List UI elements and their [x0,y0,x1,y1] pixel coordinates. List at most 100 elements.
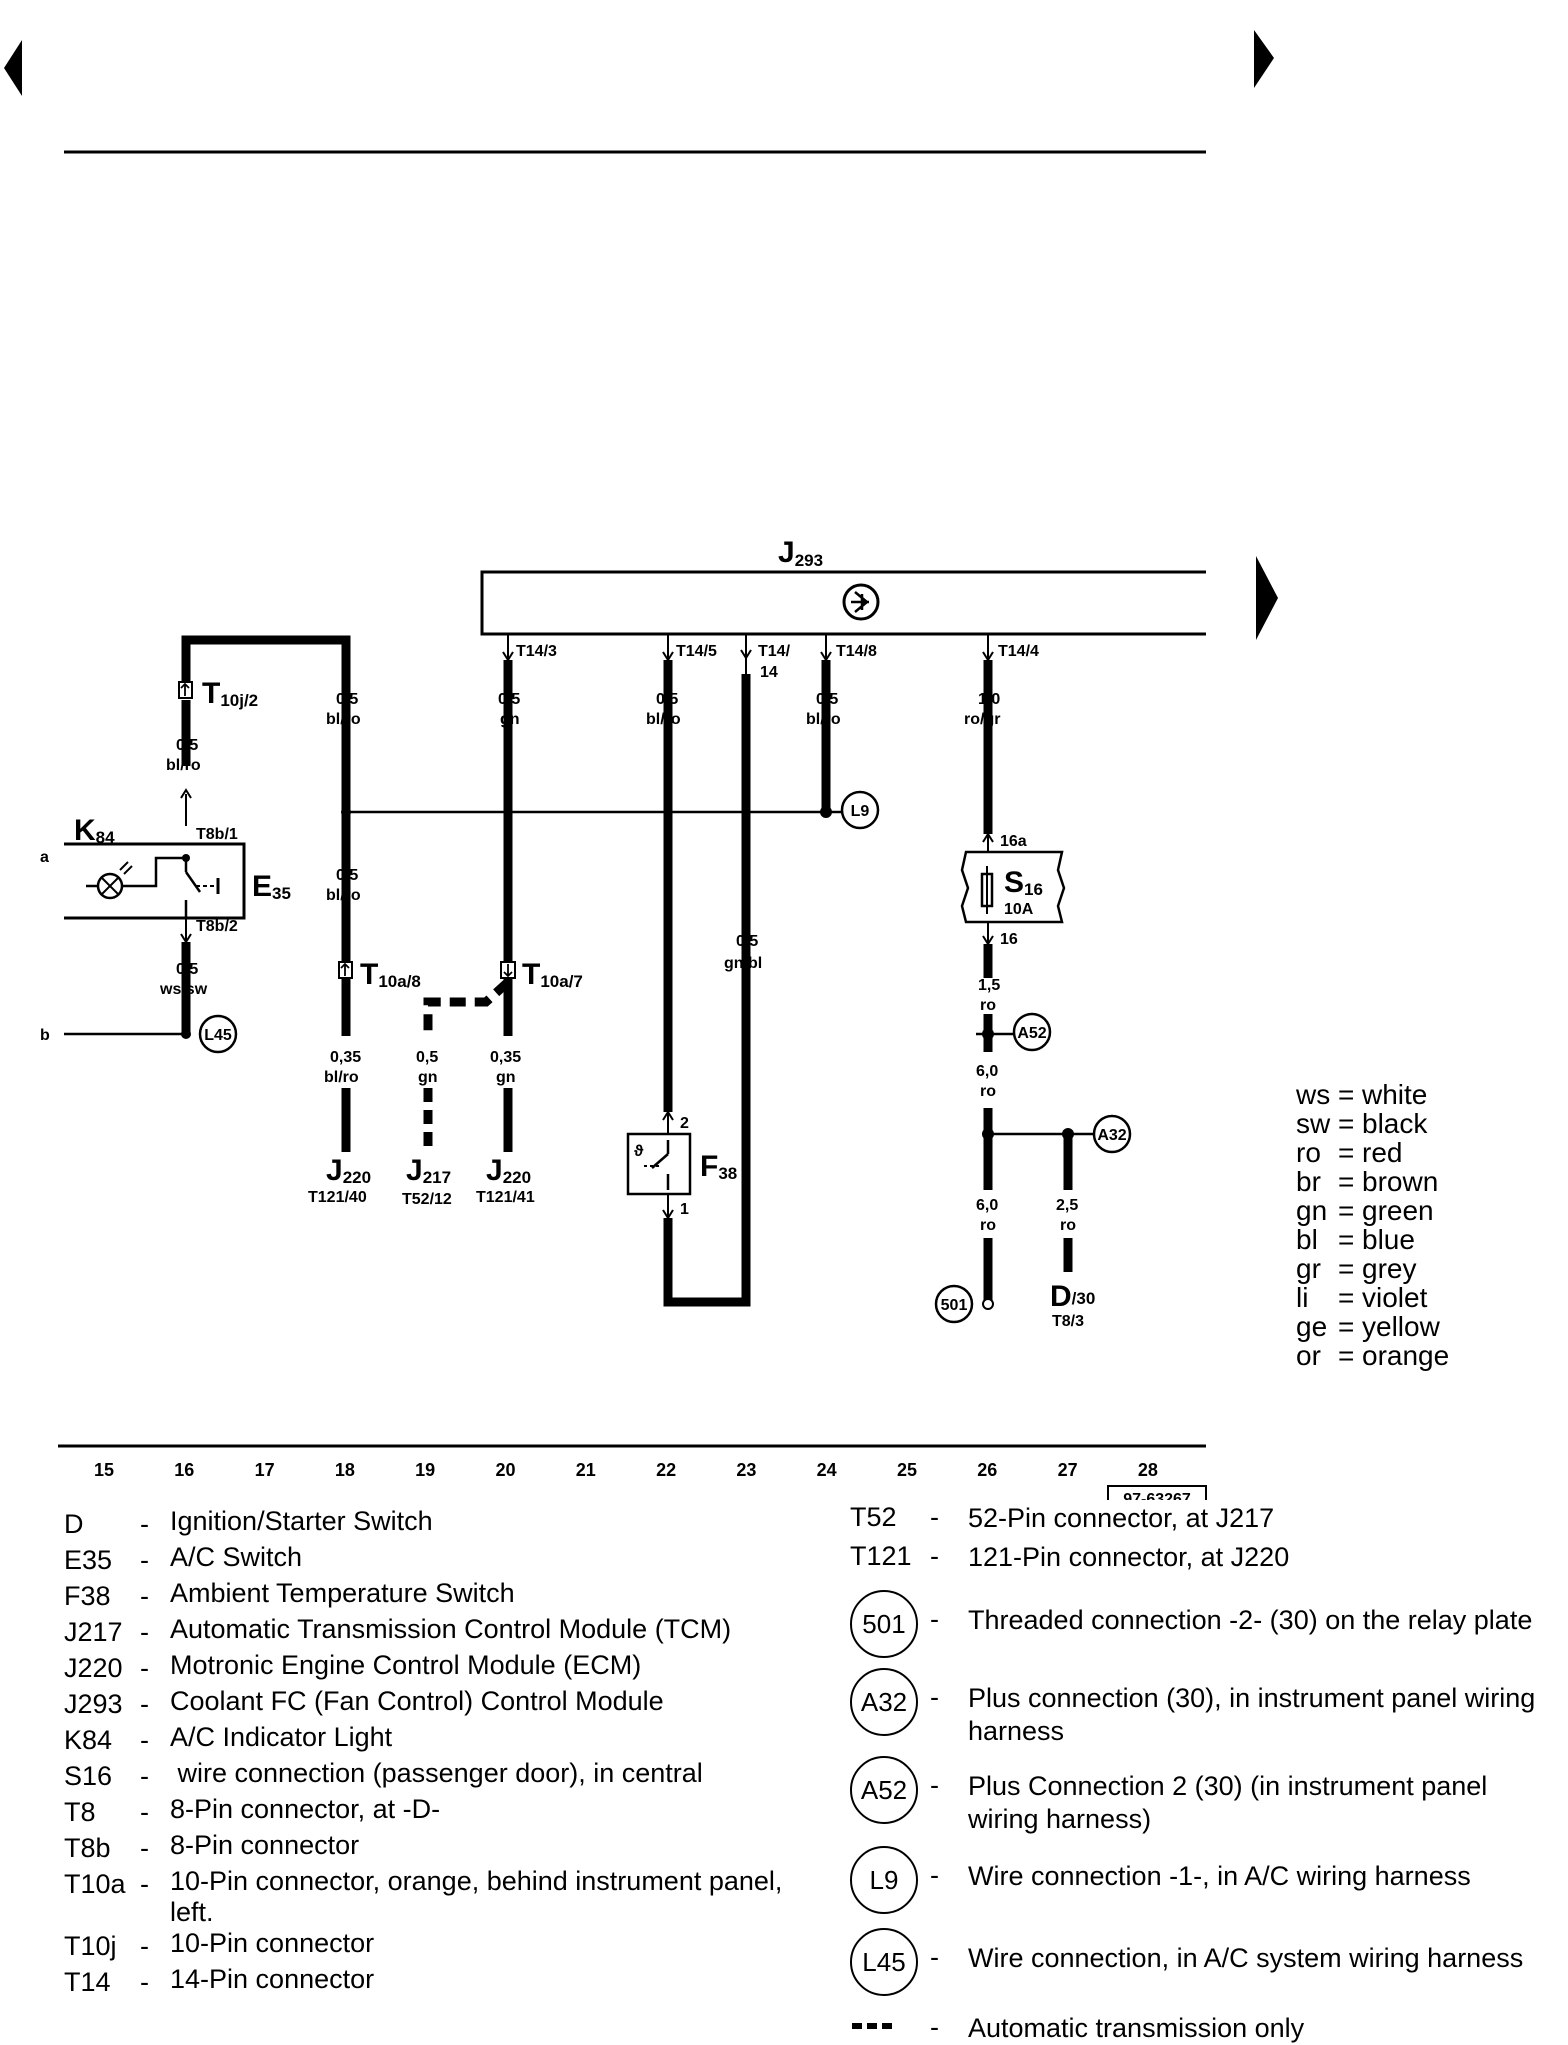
wire-w7-size: 0,5 [176,737,198,754]
color-name: blue [1362,1224,1415,1255]
legend-dash: - [930,1860,939,1890]
wire-w10-color: ro [980,997,996,1014]
wire-w10-size: 1,5 [978,977,1000,994]
connector-circle-icon: L45 [850,1928,918,1996]
legend-code-cell: A52 [850,1756,930,1824]
wire-w7-color: bl/ro [166,757,201,774]
continue-right-arrow[interactable] [1256,556,1278,640]
color-key-row: sw=black [1296,1109,1449,1138]
wire-w4-color: bl/ro [646,711,681,728]
column-number: 20 [495,1460,515,1480]
legend-item: T10a-10-Pin connector, orange, behind in… [64,1866,824,1928]
legend-description: Ignition/Starter Switch [170,1506,433,1536]
connector-circle-icon: L9 [850,1846,918,1914]
legend-description: Wire connection, in A/C system wiring ha… [968,1943,1524,1973]
equals-sign: = [1338,1311,1355,1342]
legend-item: T14-14-Pin connector [64,1964,824,2000]
legend-dash: - [140,1545,149,1575]
legend-code: T121 [850,1541,912,1571]
wire-w12-color: bl/ro [324,1069,359,1086]
equals-sign: = [1338,1108,1355,1139]
legend-item: J293-Coolant FC (Fan Control) Control Mo… [64,1686,824,1722]
c501-terminal-icon [982,1298,994,1310]
color-name: brown [1362,1166,1439,1197]
legend-description: Plus Connection 2 (30) (in instrument pa… [968,1771,1488,1834]
wire-w4-size: 0,5 [656,691,678,708]
color-name: green [1362,1195,1434,1226]
wire-w9-color: gn/bl [724,955,762,972]
legend-description: 8-Pin connector, at -D- [170,1794,441,1824]
legend-description: Automatic transmission only [968,2013,1305,2043]
t14-14-label-a: T14/ [758,643,791,660]
legend-description: Threaded connection -2- (30) on the rela… [968,1605,1533,1635]
legend-item: F38-Ambient Temperature Switch [64,1578,824,1614]
edge-ref-b: b [40,1027,50,1044]
legend-item: A32-Plus connection (30), in instrument … [850,1668,1550,1748]
wire-w13-color: gn [418,1069,438,1086]
color-key-row: ro=red [1296,1138,1449,1167]
wiring-diagram: J293 T10j/2 0,5 bl/ro T8b/1 K84 a E35 T8… [4,30,1278,1500]
c501-connector-icon [934,1284,974,1324]
color-key-row: ws=white [1296,1080,1449,1109]
color-name: violet [1362,1282,1428,1313]
j220-a-pin: T121/40 [308,1189,367,1206]
color-abbr: ro [1296,1137,1321,1168]
f38-label: F38 [700,1150,737,1183]
legend-code: T10a [64,1869,126,1899]
l45-label: L45 [204,1027,232,1044]
color-abbr: li [1296,1282,1309,1313]
color-name: black [1362,1108,1428,1139]
legend-description: Wire connection -1-, in A/C wiring harne… [968,1861,1471,1891]
wire-w1-color: bl/ro [806,711,841,728]
legend-code: E35 [64,1545,113,1575]
legend-dash: - [140,1869,149,1899]
wire-w14-size: 0,35 [490,1049,521,1066]
legend-code-cell: L45 [850,1928,930,1996]
legend-dash: - [140,1761,149,1791]
t14-5-label: T14/5 [676,643,717,660]
legend-description: Motronic Engine Control Module (ECM) [170,1650,642,1680]
color-name: grey [1362,1253,1417,1284]
column-number: 22 [656,1460,676,1480]
wire-w13-size: 0,5 [416,1049,438,1066]
k84-label: K84 [74,814,115,847]
color-key-row: ge=yellow [1296,1312,1449,1341]
column-number: 16 [174,1460,194,1480]
legend-code: T10j [64,1931,117,1961]
equals-sign: = [1338,1253,1355,1284]
color-abbr: gn [1296,1195,1328,1226]
color-key-row: gn=green [1296,1196,1449,1225]
a52-connector-icon [1012,1012,1052,1052]
color-abbr: ge [1296,1311,1328,1342]
column-number: 23 [736,1460,756,1480]
column-number: 26 [977,1460,997,1480]
wire-w6-size: 1,0 [978,691,1000,708]
t8b-2-label: T8b/2 [196,918,238,935]
prev-page-arrow[interactable] [4,40,22,96]
legend-code-cell: 501 [850,1590,930,1658]
indicator-lamp-icon [96,861,133,900]
legend-dash: - [930,1541,939,1571]
fan-symbol-icon [842,583,880,621]
color-key-row: or=orange [1296,1341,1449,1370]
next-page-arrow[interactable] [1254,30,1274,88]
j220-b-label: J220 [486,1154,531,1187]
l9-label: L9 [851,803,870,820]
color-key-row: gr=grey [1296,1254,1449,1283]
legend-code: J293 [64,1689,123,1719]
s16-out-arrow-icon [982,922,994,946]
legend-code: T8 [64,1797,96,1827]
column-number: 24 [817,1460,837,1480]
color-abbr: ws [1296,1079,1331,1110]
legend-description: Plus connection (30), in instrument pane… [968,1683,1536,1746]
dashed-line-icon [850,2012,930,2043]
column-number: 21 [576,1460,596,1480]
color-abbr: sw [1296,1108,1331,1139]
legend-code: S16 [64,1761,113,1791]
f38-pin2-label: 2 [680,1115,689,1132]
legend-description: 121-Pin connector, at J220 [968,1542,1290,1572]
legend-item: -Automatic transmission only [850,2012,1550,2045]
j220-a-label: J220 [326,1154,371,1187]
legend-dash: - [140,1617,149,1647]
legend-description: Automatic Transmission Control Module (T… [170,1614,732,1644]
